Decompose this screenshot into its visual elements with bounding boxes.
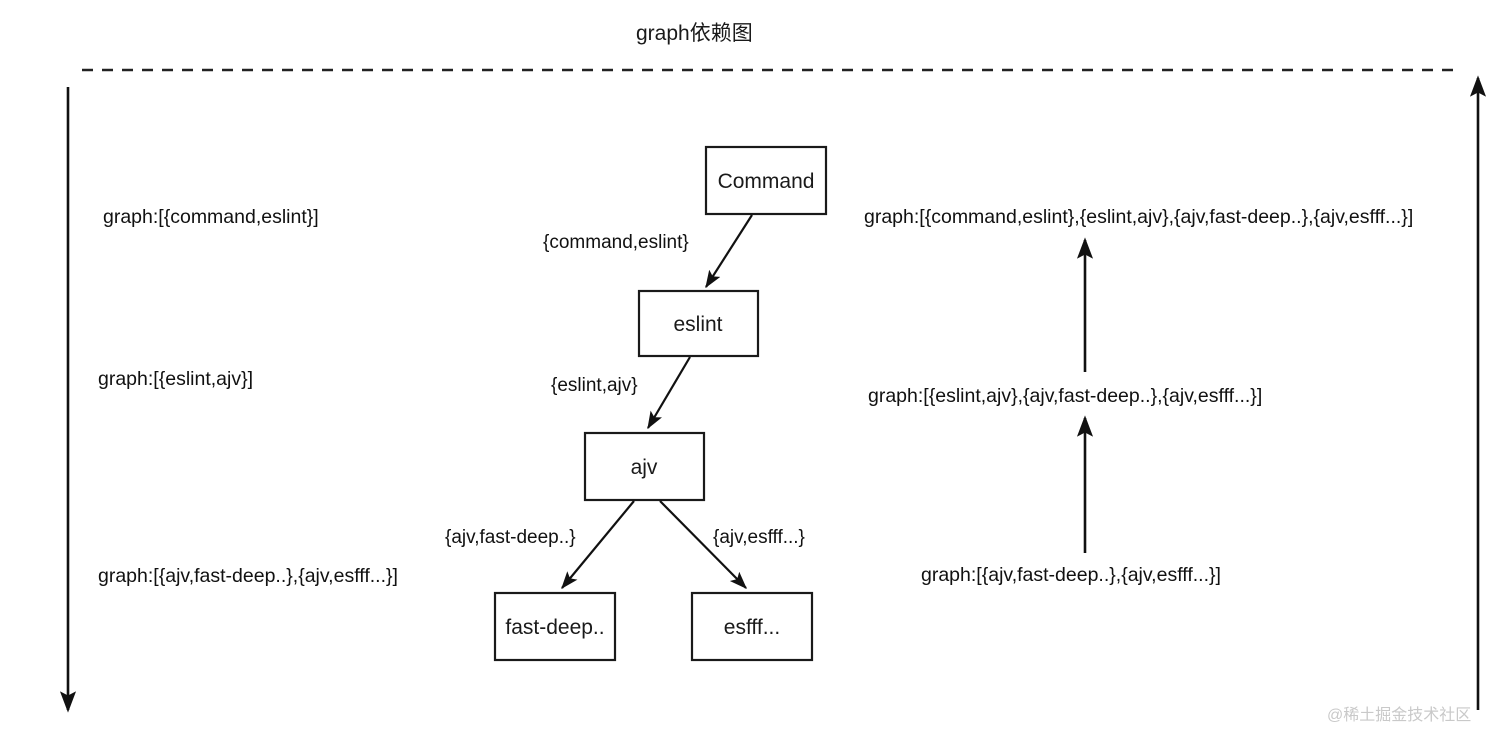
node-ajv[interactable]: ajv — [583, 431, 706, 502]
right-stage-label-2: graph:[{eslint,ajv},{ajv,fast-deep..},{a… — [868, 385, 1262, 407]
edge-command-to-eslint — [705, 214, 753, 289]
left-stage-label-3: graph:[{ajv,fast-deep..},{ajv,esfff...}] — [98, 565, 398, 587]
left-stage-label-2: graph:[{eslint,ajv}] — [98, 368, 253, 390]
node-eslint[interactable]: eslint — [637, 289, 760, 358]
edge-label-command-eslint: {command,eslint} — [543, 232, 689, 253]
watermark: @稀土掘金技术社区 — [1327, 706, 1471, 724]
right-stage-label-1: graph:[{command,eslint},{eslint,ajv},{aj… — [864, 206, 1413, 228]
page-title: graph依赖图 — [636, 22, 753, 45]
right-stage-label-3: graph:[{ajv,fast-deep..},{ajv,esfff...}] — [921, 564, 1221, 586]
left-stage-label-1: graph:[{command,eslint}] — [103, 206, 319, 228]
node-ajv-label: ajv — [631, 456, 658, 479]
edge-eslint-to-ajv — [647, 356, 691, 430]
node-fast-deep[interactable]: fast-deep.. — [493, 591, 617, 662]
edge-ajv-to-esfff — [659, 500, 747, 589]
edge-label-ajv-esfff: {ajv,esfff...} — [713, 527, 805, 548]
edge-ajv-to-fast-deep — [561, 500, 635, 590]
node-esfff-label: esfff... — [724, 616, 780, 639]
node-esfff[interactable]: esfff... — [690, 591, 814, 662]
node-command[interactable]: Command — [704, 145, 828, 216]
node-eslint-label: eslint — [673, 313, 722, 336]
node-command-label: Command — [718, 170, 815, 193]
node-fast-deep-label: fast-deep.. — [505, 616, 604, 639]
edge-label-eslint-ajv: {eslint,ajv} — [551, 375, 638, 396]
edge-label-ajv-fast-deep: {ajv,fast-deep..} — [445, 527, 576, 548]
